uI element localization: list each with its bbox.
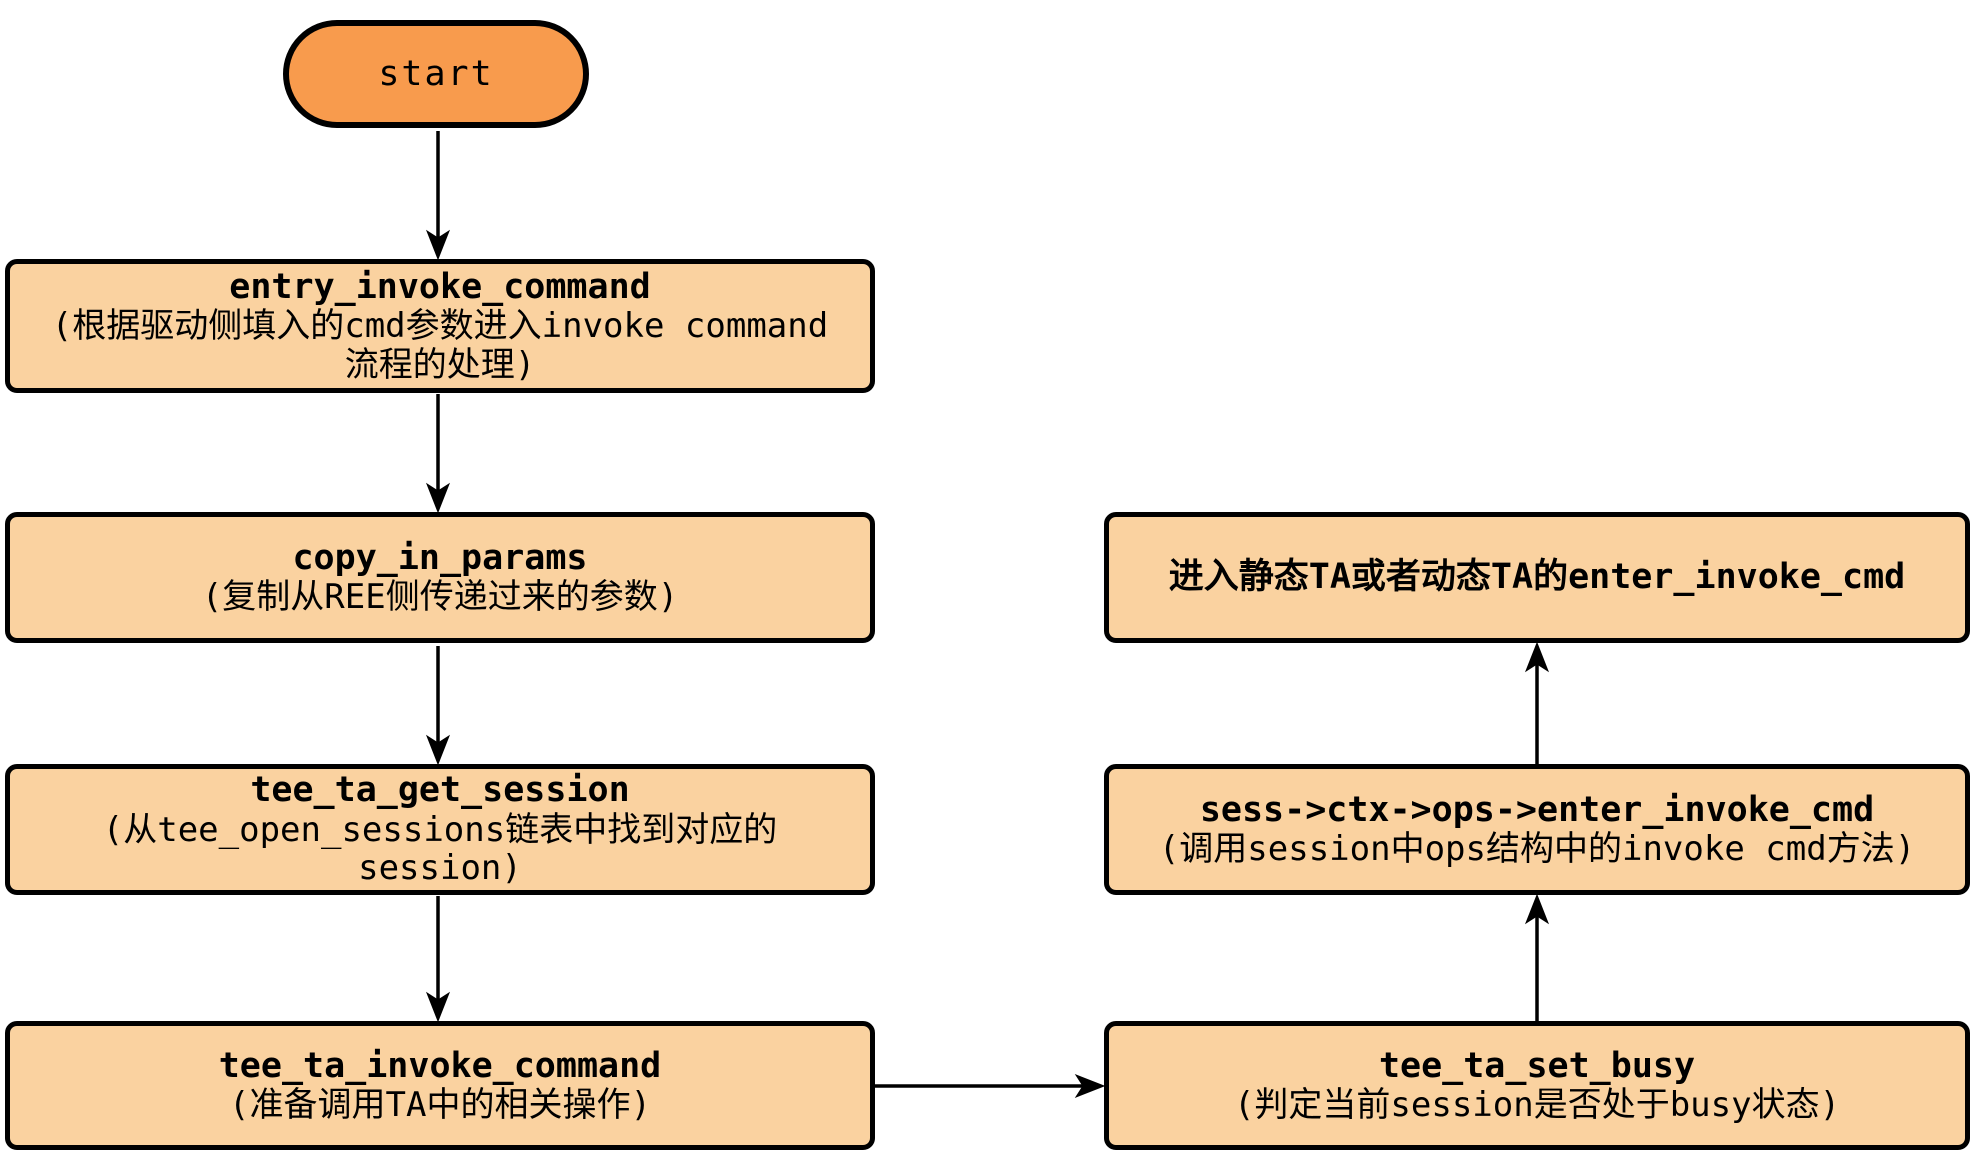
node-title: entry_invoke_command bbox=[229, 266, 651, 307]
node-sess-ops-enter-invoke-cmd: sess->ctx->ops->enter_invoke_cmd (调用sess… bbox=[1104, 764, 1970, 895]
node-desc: (复制从REE侧传递过来的参数) bbox=[201, 577, 679, 618]
node-title: tee_ta_get_session bbox=[250, 770, 630, 811]
node-desc: (准备调用TA中的相关操作) bbox=[229, 1085, 651, 1126]
node-desc: (根据驱动侧填入的cmd参数进入invoke command 流程的处理) bbox=[51, 306, 829, 385]
node-tee-ta-set-busy: tee_ta_set_busy (判定当前session是否处于busy状态) bbox=[1104, 1021, 1970, 1150]
arrow-start-to-entry-invoke-command bbox=[425, 131, 451, 261]
node-desc: (调用session中ops结构中的invoke cmd方法) bbox=[1158, 829, 1916, 870]
node-title: tee_ta_set_busy bbox=[1378, 1045, 1696, 1086]
arrow-entry-invoke-command-to-copy-in-params bbox=[425, 394, 451, 514]
arrow-tee-ta-set-busy-to-sess-ops-enter-invoke-cmd bbox=[1524, 893, 1550, 1021]
node-enter-invoke-cmd-target: 进入静态TA或者动态TA的enter_invoke_cmd bbox=[1104, 512, 1970, 643]
node-start: start bbox=[283, 20, 589, 128]
node-entry-invoke-command: entry_invoke_command (根据驱动侧填入的cmd参数进入inv… bbox=[5, 259, 875, 393]
node-tee-ta-invoke-command: tee_ta_invoke_command (准备调用TA中的相关操作) bbox=[5, 1021, 875, 1150]
arrow-copy-in-params-to-tee-ta-get-session bbox=[425, 646, 451, 766]
node-title: tee_ta_invoke_command bbox=[218, 1045, 662, 1086]
node-title: 进入静态TA或者动态TA的enter_invoke_cmd bbox=[1168, 556, 1906, 597]
arrow-tee-ta-get-session-to-tee-ta-invoke-command bbox=[425, 896, 451, 1023]
node-title: copy_in_params bbox=[292, 537, 588, 578]
node-desc: (判定当前session是否处于busy状态) bbox=[1233, 1085, 1841, 1126]
node-title: sess->ctx->ops->enter_invoke_cmd bbox=[1199, 789, 1875, 830]
node-copy-in-params: copy_in_params (复制从REE侧传递过来的参数) bbox=[5, 512, 875, 643]
node-tee-ta-get-session: tee_ta_get_session (从tee_open_sessions链表… bbox=[5, 764, 875, 895]
arrow-tee-ta-invoke-command-to-tee-ta-set-busy bbox=[874, 1073, 1106, 1099]
node-label: start bbox=[378, 54, 494, 94]
arrow-sess-ops-to-enter-invoke-cmd-target bbox=[1524, 641, 1550, 764]
node-desc: (从tee_open_sessions链表中找到对应的 session) bbox=[102, 809, 778, 889]
